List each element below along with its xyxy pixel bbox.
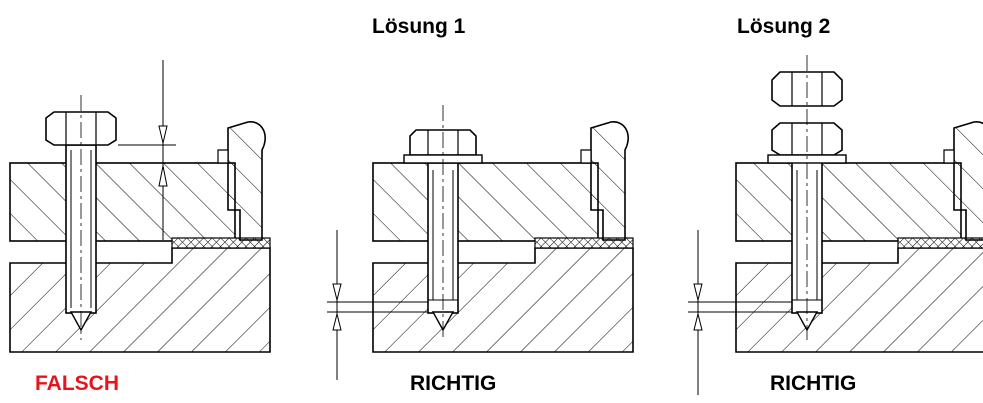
wrong-assembly — [9, 60, 271, 353]
solution2-heading: Lösung 2 — [737, 15, 831, 38]
solution2-assembly — [688, 55, 983, 395]
solution1-heading: Lösung 1 — [372, 15, 466, 38]
solution2-verdict: RICHTIG — [770, 372, 857, 395]
wrong-label: FALSCH — [35, 372, 119, 395]
solution1-assembly — [327, 105, 634, 380]
solution1-verdict: RICHTIG — [410, 372, 497, 395]
